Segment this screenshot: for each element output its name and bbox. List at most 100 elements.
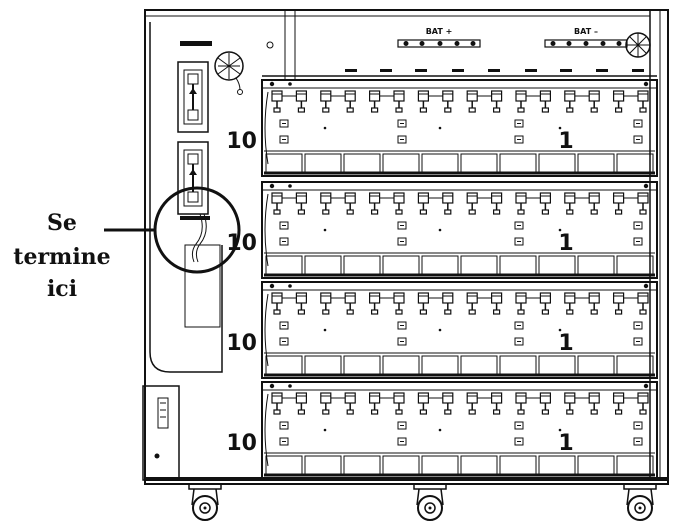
- tray-marker: [397, 337, 407, 346]
- battery-terminal: [515, 90, 541, 113]
- terminal-base: [468, 309, 476, 315]
- battery-terminal: [369, 90, 394, 113]
- battery-front: [577, 355, 615, 375]
- terminal-base: [590, 409, 598, 415]
- caster-fork: [626, 488, 654, 506]
- terminal-base: [493, 309, 501, 315]
- tray-dot: [323, 428, 327, 432]
- breaker-top: [177, 61, 209, 133]
- caster-wheel-3: [623, 483, 657, 521]
- terminal-base: [395, 107, 403, 113]
- terminal-cap: [369, 90, 381, 102]
- terminal-base: [468, 209, 476, 215]
- bus-tag: [560, 69, 572, 72]
- breaker-bottom-body: [177, 141, 209, 215]
- tray-bolt: [643, 183, 649, 189]
- battery-terminal: [637, 90, 649, 113]
- cable-drop: [235, 77, 241, 91]
- terminal-base: [566, 309, 574, 315]
- terminal-cap: [637, 292, 649, 304]
- battery-terminal: [491, 392, 503, 415]
- battery-terminal: [515, 392, 541, 415]
- tray-bolt: [269, 81, 275, 87]
- battery-terminal: [612, 90, 638, 113]
- tray-marker: [279, 321, 289, 330]
- battery-terminal: [271, 192, 297, 215]
- tray-dot: [438, 126, 442, 130]
- terminal-cap: [295, 192, 307, 204]
- battery-terminal: [466, 90, 492, 113]
- terminal-base: [346, 107, 354, 113]
- terminal-base: [273, 209, 281, 215]
- terminal-cap: [344, 192, 356, 204]
- bus-bolt: [470, 41, 476, 46]
- terminal-cap: [369, 392, 381, 404]
- battery-terminal: [344, 90, 356, 113]
- battery-terminal: [295, 392, 307, 415]
- terminal-base: [273, 409, 281, 415]
- bus-bar-negative: BAT –: [544, 27, 628, 48]
- terminal-base: [419, 309, 427, 315]
- wheels: [188, 483, 657, 521]
- tray-marker: [397, 221, 407, 230]
- terminal-base: [419, 209, 427, 215]
- terminal-base: [517, 209, 525, 215]
- terminal-base: [444, 409, 452, 415]
- tray-marker: [633, 119, 643, 128]
- battery-terminal: [588, 292, 600, 315]
- terminal-cap: [588, 392, 600, 404]
- terminal-base: [541, 107, 550, 113]
- battery-front: [577, 255, 615, 275]
- battery-front: [577, 153, 615, 173]
- battery-terminal: [320, 392, 346, 415]
- battery-front: [265, 455, 303, 475]
- terminal-base: [444, 107, 452, 113]
- panel-door-outline: [149, 22, 223, 373]
- tray-bolt: [269, 383, 275, 389]
- battery-terminal: [295, 292, 307, 315]
- tray-dot: [323, 228, 327, 232]
- tray-dot: [558, 328, 562, 332]
- cable-end: [237, 89, 243, 95]
- terminal-cap: [491, 292, 503, 304]
- caster-tire: [192, 495, 218, 521]
- battery-terminal: [442, 392, 454, 415]
- terminal-base: [566, 209, 574, 215]
- terminal-cap: [564, 90, 576, 102]
- terminal-base: [614, 409, 623, 415]
- battery-terminal: [295, 192, 307, 215]
- terminal-base: [590, 107, 598, 113]
- terminal-base: [639, 209, 647, 215]
- terminal-base: [322, 309, 330, 315]
- breaker-top-terminal: [187, 109, 199, 121]
- battery-terminal: [320, 192, 346, 215]
- tray-dot: [558, 126, 562, 130]
- battery-front: [499, 455, 537, 475]
- battery-terminal: [515, 192, 541, 215]
- terminal-cap: [271, 392, 283, 404]
- tray-marker: [514, 135, 524, 144]
- tray-side-bracket: [264, 393, 269, 467]
- lower-left-box: [142, 385, 180, 481]
- battery-terminal: [271, 392, 297, 415]
- battery-front: [382, 255, 420, 275]
- battery-front: [421, 455, 459, 475]
- terminal-cap: [564, 392, 576, 404]
- battery-terminal: [417, 90, 443, 113]
- tray-marker: [633, 337, 643, 346]
- terminal-base: [614, 209, 623, 215]
- breaker-top-inner: [183, 69, 203, 125]
- terminal-cap: [466, 90, 478, 102]
- tray-marker: [514, 119, 524, 128]
- battery-front: [343, 455, 381, 475]
- battery-terminal: [612, 392, 638, 415]
- terminal-cap: [637, 90, 649, 102]
- bus-tag: [380, 69, 392, 72]
- battery-terminal: [344, 192, 356, 215]
- battery-terminal: [637, 192, 649, 215]
- battery-terminal: [344, 292, 356, 315]
- tray-marker: [279, 437, 289, 446]
